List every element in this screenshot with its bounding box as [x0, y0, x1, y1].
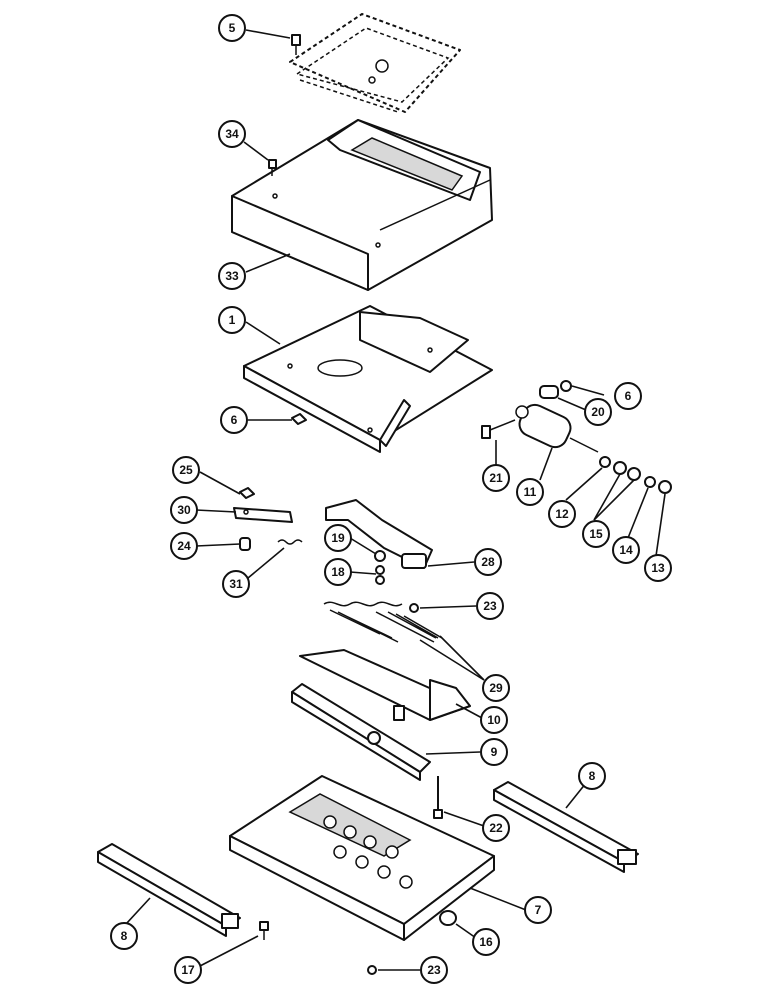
svg-text:18: 18: [331, 565, 345, 579]
part-23-nut-lower: [367, 965, 377, 975]
part-5-top-plate: [289, 13, 461, 113]
part-7-base-plate: [229, 775, 495, 941]
svg-text:22: 22: [489, 821, 503, 835]
part-33-seat-frame: [231, 119, 493, 291]
part-25-nut: [239, 487, 255, 499]
callout-5: 5: [218, 14, 246, 42]
svg-text:21: 21: [489, 471, 503, 485]
svg-text:29: 29: [489, 681, 503, 695]
part-31-spring: [277, 539, 303, 545]
callout-13: 13: [644, 554, 672, 582]
callout-28: 28: [474, 548, 502, 576]
callout-25: 25: [172, 456, 200, 484]
part-19-washer: [374, 550, 386, 562]
svg-text:13: 13: [651, 561, 665, 575]
part-10-bracket: [299, 649, 471, 721]
callout-11: 11: [516, 478, 544, 506]
callout-24: 24: [170, 532, 198, 560]
callout-23-upper: 23: [476, 592, 504, 620]
callout-19: 19: [324, 524, 352, 552]
svg-text:8: 8: [589, 769, 596, 783]
part-22-bolt: [433, 776, 443, 819]
callout-6-lower: 6: [220, 406, 248, 434]
callout-10: 10: [480, 706, 508, 734]
part-12-washer: [599, 456, 611, 468]
callout-15: 15: [582, 520, 610, 548]
callout-22: 22: [482, 814, 510, 842]
svg-text:12: 12: [555, 507, 569, 521]
callout-8-left: 8: [110, 922, 138, 950]
callout-9: 9: [480, 738, 508, 766]
callout-16: 16: [472, 928, 500, 956]
part-15-washers: [613, 461, 641, 481]
callout-30: 30: [170, 496, 198, 524]
part-18-nuts: [375, 565, 385, 585]
part-29-springs: [323, 601, 443, 643]
callout-7: 7: [524, 896, 552, 924]
part-6-nut-upper: [560, 380, 572, 392]
part-17-screw: [259, 921, 269, 940]
part-24-knob: [239, 537, 251, 551]
part-30-latch-lever: [233, 507, 293, 523]
part-9-slide-rail: [291, 683, 431, 781]
svg-text:23: 23: [427, 963, 441, 977]
svg-text:6: 6: [625, 389, 632, 403]
svg-text:19: 19: [331, 531, 345, 545]
callout-34: 34: [218, 120, 246, 148]
callout-31: 31: [222, 570, 250, 598]
svg-text:33: 33: [225, 269, 239, 283]
svg-text:24: 24: [177, 539, 191, 553]
part-20-bushing: [539, 385, 559, 399]
svg-text:20: 20: [591, 405, 605, 419]
part-11-shock-absorber: [515, 403, 599, 453]
svg-text:25: 25: [179, 463, 193, 477]
svg-text:14: 14: [619, 543, 633, 557]
svg-text:16: 16: [479, 935, 493, 949]
part-13-nut: [658, 480, 672, 494]
part-6-nut-lower: [291, 413, 307, 425]
svg-text:9: 9: [491, 745, 498, 759]
part-8-rail-right: [493, 781, 639, 873]
svg-text:10: 10: [487, 713, 501, 727]
svg-text:11: 11: [524, 485, 537, 499]
callout-23-lower: 23: [420, 956, 448, 984]
callout-33: 33: [218, 262, 246, 290]
svg-text:1: 1: [229, 313, 236, 327]
svg-text:6: 6: [231, 413, 238, 427]
callout-1: 1: [218, 306, 246, 334]
callout-8-right: 8: [578, 762, 606, 790]
svg-text:15: 15: [589, 527, 603, 541]
callout-6-upper: 6: [614, 382, 642, 410]
svg-text:23: 23: [483, 599, 497, 613]
part-14-washer: [644, 476, 656, 488]
svg-text:7: 7: [535, 903, 542, 917]
callout-20: 20: [584, 398, 612, 426]
svg-text:17: 17: [181, 963, 195, 977]
svg-text:5: 5: [229, 21, 236, 35]
callout-17: 17: [174, 956, 202, 984]
part-23-nut-upper: [409, 603, 419, 613]
part-21-bolt: [481, 419, 516, 439]
part-1-mounting-plate: [243, 305, 493, 453]
part-16-bumper: [439, 910, 457, 926]
svg-text:34: 34: [225, 127, 239, 141]
part-28-release-lever: [325, 499, 433, 569]
part-8-rail-left: [97, 843, 241, 937]
callout-14: 14: [612, 536, 640, 564]
callout-21: 21: [482, 464, 510, 492]
svg-text:31: 31: [229, 577, 243, 591]
part-34-screw: [268, 159, 277, 176]
part-5-screw: [291, 34, 301, 55]
callout-18: 18: [324, 558, 352, 586]
callout-12: 12: [548, 500, 576, 528]
leader-lines: [125, 29, 666, 971]
svg-text:8: 8: [121, 929, 128, 943]
callout-29: 29: [482, 674, 510, 702]
svg-text:30: 30: [177, 503, 191, 517]
svg-text:28: 28: [481, 555, 495, 569]
